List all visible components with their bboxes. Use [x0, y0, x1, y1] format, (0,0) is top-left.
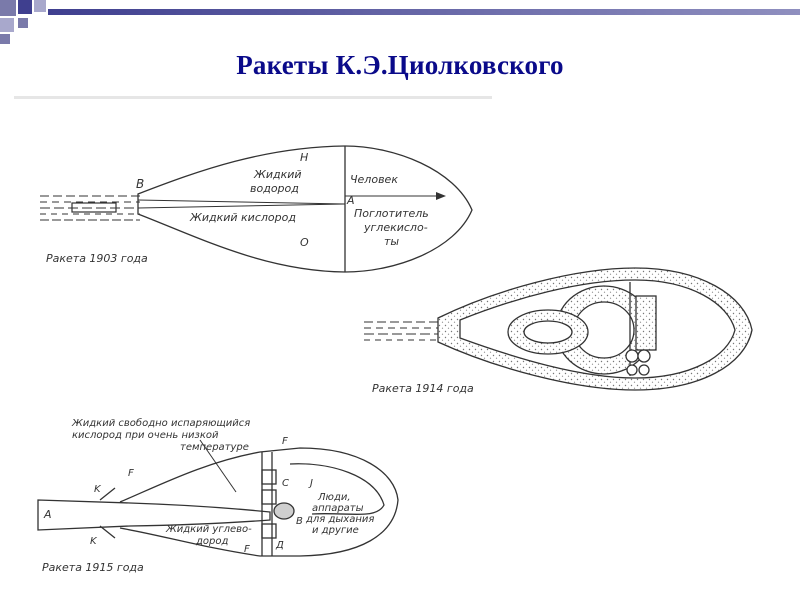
- label-F-top-1915: F: [282, 436, 288, 447]
- label-K-top-1915: K: [94, 484, 102, 495]
- label-people-2-1915: аппараты: [312, 503, 364, 514]
- deco-square-5: [18, 18, 28, 28]
- rocket-1915: [37, 439, 399, 557]
- label-oxygen-note-1-1915: Жидкий свободно испаряющийся: [71, 417, 250, 429]
- label-F-bottom-1915: F: [244, 544, 250, 555]
- label-O-1903: О: [300, 236, 309, 249]
- label-F-left-1915: F: [128, 468, 134, 479]
- label-A-1903: А: [346, 194, 355, 207]
- label-absorber-1-1903: Поглотитель: [354, 207, 429, 220]
- title-underline: [14, 96, 492, 99]
- nozzle-1915: [37, 499, 271, 531]
- caption-1903: Ракета 1903 года: [46, 252, 148, 265]
- label-hydrocarbon-2-1915: дород: [195, 536, 228, 547]
- caption-1915: Ракета 1915 года: [42, 561, 144, 574]
- rocket-1914: [364, 267, 753, 391]
- label-hydrocarbon-1-1915: Жидкий углево-: [165, 524, 252, 535]
- label-J-1915: Ј: [308, 478, 313, 489]
- page-title: Ракеты К.Э.Циолковского: [236, 50, 564, 80]
- label-absorber-3-1903: ты: [384, 235, 399, 248]
- deco-square-2: [18, 0, 32, 14]
- label-K-bottom-1915: K: [90, 536, 98, 547]
- front-tank-1914: [635, 295, 657, 351]
- caption-1914: Ракета 1914 года: [372, 382, 474, 395]
- hull-1903: [137, 145, 473, 273]
- label-A-1915: A: [43, 508, 52, 521]
- label-oxygen-note-3-1915: температуре: [180, 442, 249, 453]
- label-hydrogen-2-1903: водород: [250, 182, 299, 195]
- deco-square-6: [0, 34, 10, 44]
- label-people-4-1915: и другие: [312, 525, 359, 536]
- label-D-1915: Д: [275, 540, 284, 551]
- deco-square-4: [0, 18, 14, 32]
- label-people-3-1915: для дыхания: [305, 514, 374, 525]
- header-bar: [48, 9, 800, 15]
- deco-square-3: [34, 0, 46, 12]
- label-C-1915: С: [282, 478, 289, 489]
- exhaust-jet-1903: [40, 195, 140, 221]
- rocket-1903: [40, 145, 473, 273]
- label-H-1903: Н: [300, 151, 308, 164]
- label-people-1-1915: Люди,: [317, 492, 351, 503]
- label-absorber-2-1903: углекисло-: [363, 221, 428, 234]
- label-oxygen-note-2-1915: кислород при очень низкой: [72, 430, 219, 441]
- hull-1915: [119, 447, 399, 557]
- label-oxygen-1903: Жидкий кислород: [189, 211, 296, 224]
- label-B-1903: В: [136, 177, 144, 191]
- deco-square-1: [0, 0, 16, 16]
- label-person-1903: Человек: [350, 173, 398, 186]
- label-B-1915: В: [296, 516, 303, 527]
- label-hydrogen-1-1903: Жидкий: [253, 168, 302, 181]
